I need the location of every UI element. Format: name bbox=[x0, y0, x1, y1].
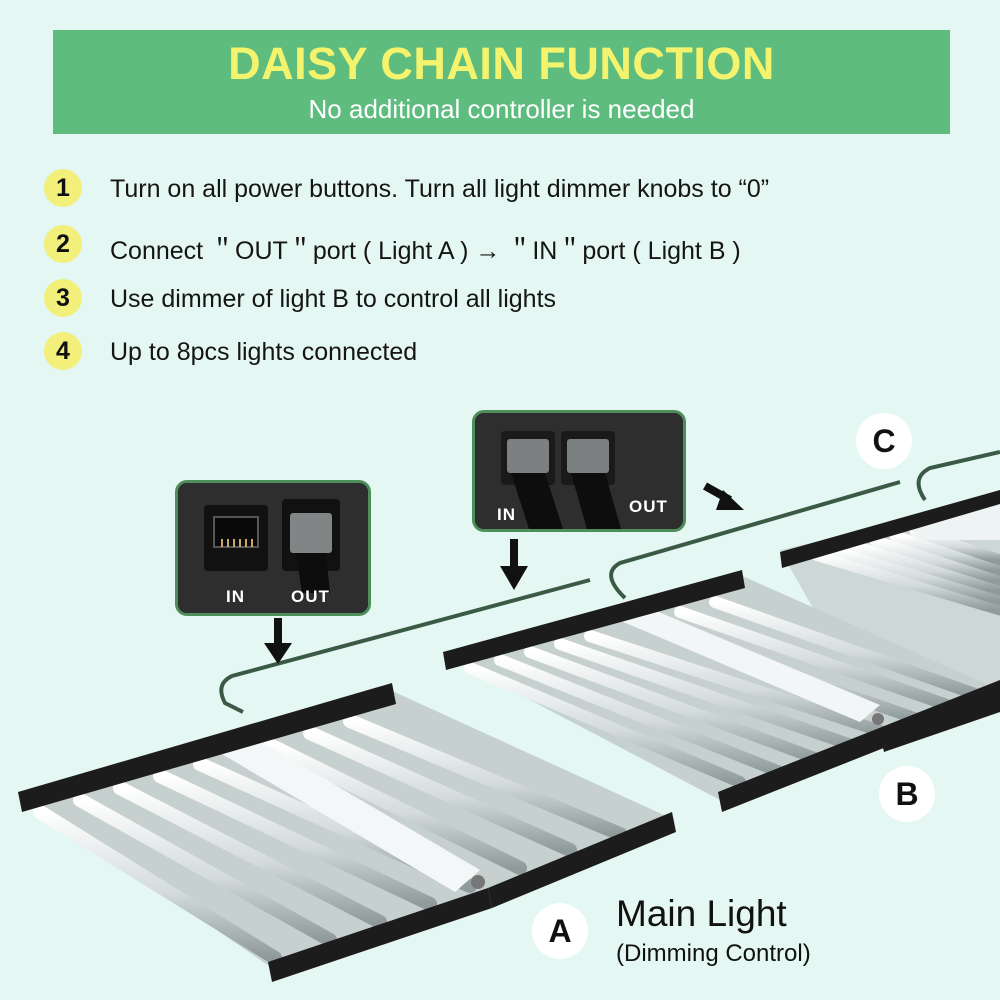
step-text: Up to 8pcs lights connected bbox=[110, 338, 418, 366]
header-banner: DAISY CHAIN FUNCTION No additional contr… bbox=[53, 30, 950, 134]
port-closeup-light-b: IN OUT bbox=[472, 410, 686, 532]
step-text: Connect ＂OUT＂port ( Light A ) → ＂IN＂port… bbox=[110, 237, 741, 265]
cable-a-to-b bbox=[219, 578, 591, 714]
down-arrow-icon bbox=[264, 618, 292, 664]
light-a bbox=[18, 683, 676, 982]
step-number: 4 bbox=[44, 332, 82, 370]
step-text: Turn on all power buttons. Turn all ligh… bbox=[110, 175, 770, 203]
step-number: 3 bbox=[44, 279, 82, 317]
diagonal-arrow-icon bbox=[703, 482, 744, 510]
down-arrow-icon bbox=[500, 539, 528, 590]
out-port-label: OUT bbox=[629, 497, 668, 516]
main-light-label: Main Light bbox=[616, 893, 787, 934]
in-port-label: IN bbox=[226, 587, 245, 606]
step-number: 2 bbox=[44, 225, 82, 263]
badge-light-a: A bbox=[532, 903, 588, 959]
badge-light-c: C bbox=[856, 413, 912, 469]
port-closeup-light-a: IN OUT bbox=[175, 480, 371, 616]
cable-c-to-next bbox=[916, 450, 1000, 502]
in-port-label: IN bbox=[497, 505, 516, 524]
out-port-label: OUT bbox=[291, 587, 330, 606]
rj45-socket-icon bbox=[178, 483, 368, 613]
page-subtitle: No additional controller is needed bbox=[308, 94, 695, 124]
step-text: Use dimmer of light B to control all lig… bbox=[110, 285, 557, 313]
page-title: DAISY CHAIN FUNCTION bbox=[228, 38, 775, 89]
badge-light-b: B bbox=[879, 766, 935, 822]
rj45-plug-icon bbox=[475, 413, 683, 529]
main-light-sublabel: (Dimming Control) bbox=[616, 940, 811, 967]
cable-b-to-c bbox=[609, 480, 901, 600]
step-number: 1 bbox=[44, 169, 82, 207]
light-b bbox=[443, 570, 1000, 812]
